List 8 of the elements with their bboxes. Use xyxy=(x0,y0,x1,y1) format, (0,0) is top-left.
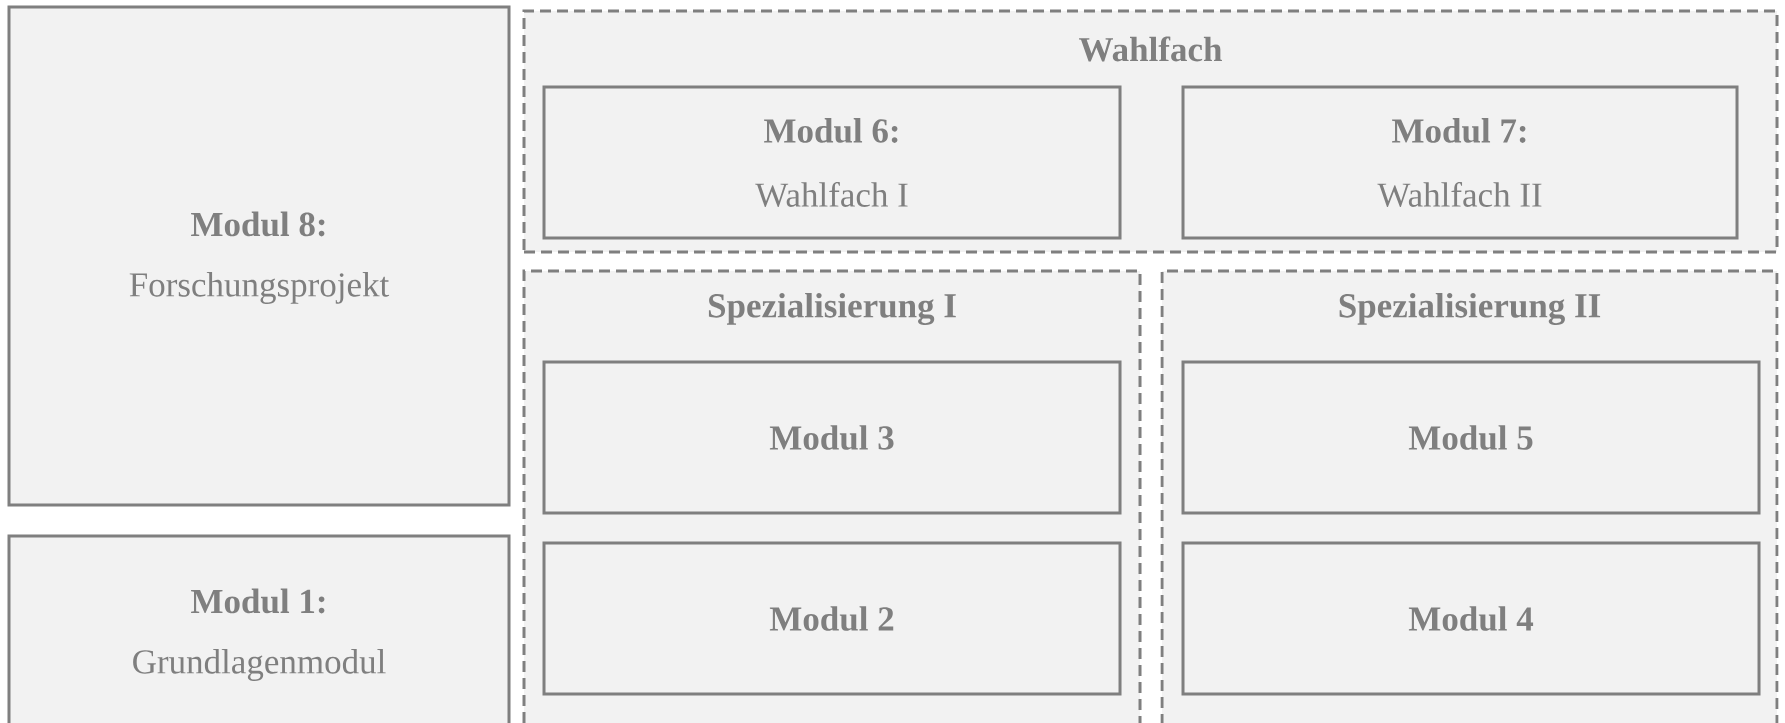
module-box: Modul 3 xyxy=(542,360,1122,515)
module-box: Modul 6: Wahlfach I xyxy=(542,85,1122,240)
module-box: Modul 8: Forschungsprojekt xyxy=(7,5,511,507)
module-box: Modul 4 xyxy=(1181,541,1761,696)
module-box: Modul 2 xyxy=(542,541,1122,696)
module-box: Modul 7: Wahlfach II xyxy=(1181,85,1739,240)
module-box: Modul 1: Grundlagenmodul xyxy=(7,534,511,723)
module-box: Modul 5 xyxy=(1181,360,1761,515)
